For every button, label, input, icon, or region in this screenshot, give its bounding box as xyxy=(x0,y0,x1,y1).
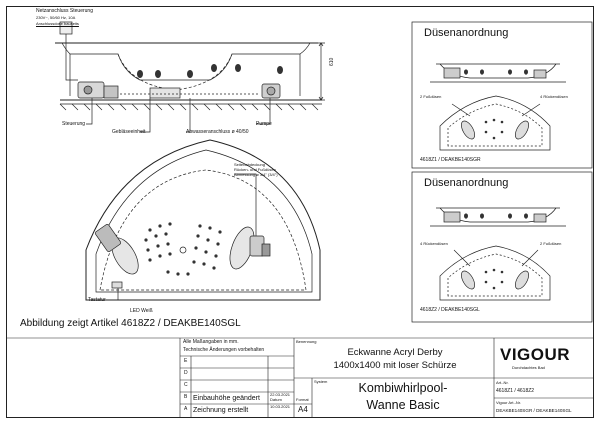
brand-subtitle: Durchdachtes Bad xyxy=(512,365,545,370)
tb-rev-d: D xyxy=(184,370,188,376)
panel-top-article: 4618Z1 / DEAKBE140SGR xyxy=(420,157,481,163)
panel-bottom-top-view xyxy=(439,245,551,301)
tb-col-datum: Datum xyxy=(270,397,282,402)
callout-line-1: Seitenabdeckung xyxy=(234,162,265,167)
callout-line-2: Rücken- und Fußdüsen xyxy=(234,167,276,172)
panel-top-label-right: 4 Rückendüsen xyxy=(540,94,568,99)
tb-note-changes: Technische Änderungen vorbehalten xyxy=(183,347,265,353)
tb-art-value: 4618Z1 / 4618Z2 xyxy=(496,388,535,394)
side-view-drawing xyxy=(55,21,325,133)
panel-bottom-title: Düsenanordnung xyxy=(424,177,509,189)
tb-format-value: A4 xyxy=(298,405,308,414)
tb-vigour-label: Vigour Art.-Nr. xyxy=(496,400,522,405)
label-led: LED Weiß xyxy=(130,308,153,314)
top-view-drawing xyxy=(85,139,321,301)
panel-bottom-label-left: 4 Rückendüsen xyxy=(420,241,448,246)
panel-top-top-view xyxy=(439,95,551,151)
brand-logo: VIGOUR xyxy=(500,345,571,364)
tb-col-system: System xyxy=(314,379,328,384)
label-keypad: Tastatur xyxy=(88,297,106,303)
panel-top-title: Düsenanordnung xyxy=(424,27,509,39)
panel-top-side-view xyxy=(430,63,566,83)
panel-top-label-left: 2 Fußdüsen xyxy=(420,94,442,99)
title-block-grid xyxy=(6,337,594,418)
tb-product-line1: Kombiwhirlpool- xyxy=(358,381,448,395)
height-dimension: 610 xyxy=(329,57,335,66)
tb-vigour-value: DEAKBE140SGR / DEAKBE140SGL xyxy=(496,408,572,413)
tb-drawing-created: Zeichnung erstellt xyxy=(193,407,249,414)
panel-top-border xyxy=(411,21,593,169)
tb-art-label: Art.-Nr. xyxy=(496,380,509,385)
tb-note-dimensions: Alle Maßangaben in mm. xyxy=(183,339,239,345)
panel-bottom-article: 4618Z2 / DEAKBE140SGL xyxy=(420,307,480,313)
tb-rev-b: B xyxy=(184,394,188,400)
panel-bottom-border xyxy=(411,171,593,323)
tb-rev-c: C xyxy=(184,382,188,388)
tb-desc-line1: Eckwanne Acryl Derby xyxy=(347,347,443,358)
supply-title: Netzanschluss Steuerung xyxy=(36,8,93,14)
tb-rev-a-text: Einbauhöhe geändert xyxy=(193,395,260,402)
supply-spec: 230V~, 50/60 Hz, 10A xyxy=(36,15,76,20)
label-control: Steuerung xyxy=(62,121,86,127)
tb-desc-line2: 1400x1400 mit loser Schürze xyxy=(333,360,457,371)
tb-col-format: Format xyxy=(296,397,309,402)
supply-note: Anschlussdose bauseits xyxy=(36,21,79,26)
panel-bottom-label-right: 2 Fußdüsen xyxy=(540,241,562,246)
tb-rev-a: A xyxy=(184,406,188,412)
tb-rev-e: E xyxy=(184,358,188,364)
panel-bottom-side-view xyxy=(430,207,566,227)
tb-product-line2: Wanne Basic xyxy=(366,398,440,412)
figure-caption: Abbildung zeigt Artikel 4618Z2 / DEAKBE1… xyxy=(20,318,241,329)
label-blower: Gebläseeinheit xyxy=(112,129,146,135)
tb-col-bezeichnung: Benennung xyxy=(296,339,317,344)
label-pump: Pumpe xyxy=(256,121,272,127)
tb-created-date: 10.03.2021 xyxy=(270,404,291,409)
callout-line-3: Abmessung ø 3/4" (3/4") xyxy=(234,172,278,177)
tb-rev-a-date: 22.03.2021 xyxy=(270,392,291,397)
label-drain: Abwasseranschluss ø 40/50 xyxy=(186,129,249,135)
drawing-frame xyxy=(6,6,594,418)
